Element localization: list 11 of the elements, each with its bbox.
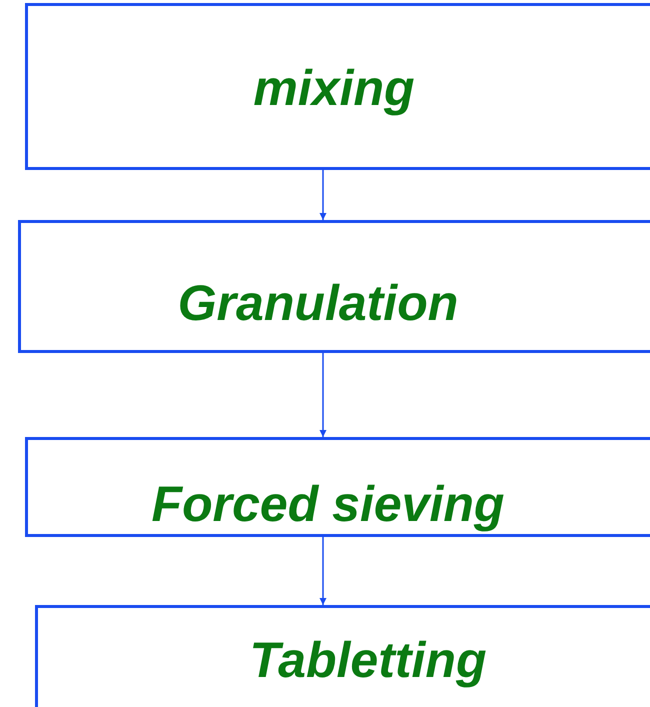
process-box	[25, 437, 650, 537]
arrow	[320, 537, 326, 605]
step-label: Granulation	[178, 278, 458, 328]
step-label: mixing	[253, 63, 415, 113]
process-box	[18, 220, 650, 353]
process-box	[25, 3, 650, 170]
step-label: Tabletting	[250, 635, 486, 685]
arrow	[320, 353, 326, 437]
process-box	[35, 605, 650, 707]
arrow	[320, 170, 326, 220]
step-label: Forced sieving	[152, 479, 504, 529]
